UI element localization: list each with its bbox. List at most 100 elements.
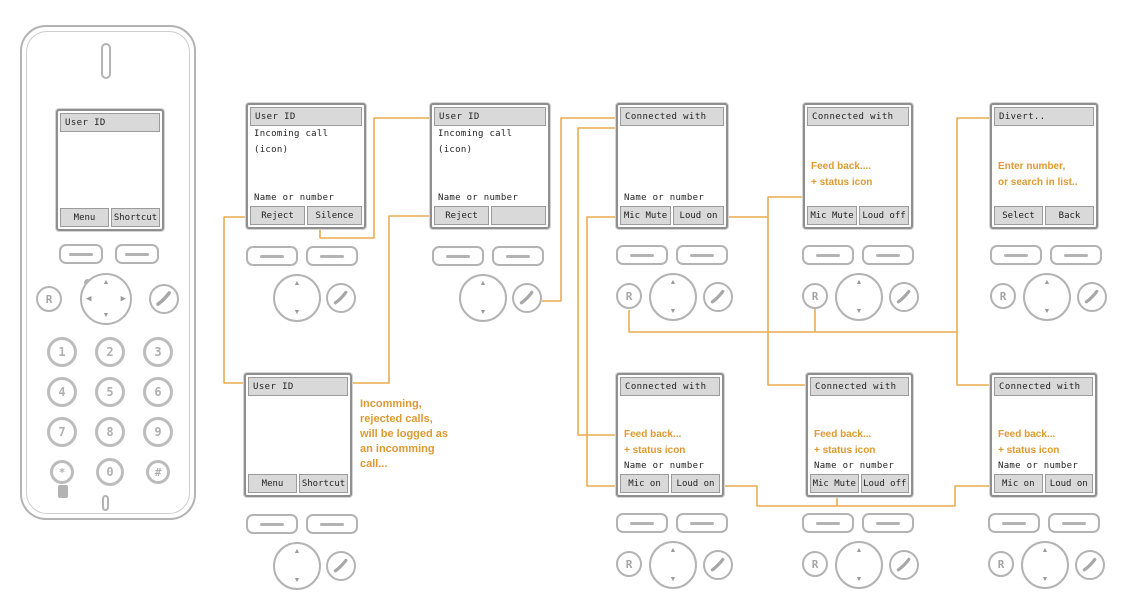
- screen-text-line: [434, 158, 546, 174]
- r-button: R: [802, 551, 828, 577]
- softkey-left: Mic on: [994, 474, 1043, 493]
- screen-feedback-text: + status icon: [998, 445, 1060, 457]
- screen-body: Incoming call (icon) Name or number: [434, 126, 546, 206]
- screen-text-line: (icon): [254, 145, 289, 155]
- softkey-button: [616, 513, 668, 533]
- handset-glyph-icon: [333, 558, 348, 573]
- handset-screen-header: User ID: [60, 113, 160, 132]
- connector: [586, 216, 616, 487]
- r-button-label: R: [999, 289, 1007, 303]
- screen-feedback-text: Feed back...: [814, 429, 872, 441]
- key-1: 1: [47, 337, 77, 367]
- dash-icon: [506, 254, 530, 258]
- screen-text-line: [807, 126, 909, 142]
- screen-header: User ID: [250, 107, 362, 126]
- dash-icon: [816, 521, 840, 525]
- arrow-up-icon: ▲: [669, 279, 677, 286]
- softkey-left: Menu: [248, 474, 297, 493]
- screen-text-line: [248, 396, 348, 412]
- screen-text-line: Name or number: [438, 193, 519, 203]
- r-button-label: R: [625, 289, 633, 303]
- screen-text-line: Incoming call: [438, 129, 513, 139]
- handset-glyph-icon: [156, 291, 171, 306]
- connector: [724, 485, 990, 507]
- r-button-label: R: [625, 557, 633, 571]
- screen-text-line: [620, 158, 724, 174]
- screen-text-line: Name or number: [624, 193, 705, 203]
- dash-icon: [690, 253, 714, 257]
- arrow-up-icon: ▲: [855, 547, 863, 554]
- softkey-button: [676, 245, 728, 265]
- arrow-down-icon: ▼: [293, 309, 301, 316]
- arrow-down-icon: ▼: [479, 309, 487, 316]
- arrow-up-icon: ▲: [293, 548, 301, 555]
- dash-icon: [320, 522, 344, 526]
- softkey-button-left: [59, 244, 103, 264]
- screen-text-line: Name or number: [624, 461, 705, 472]
- nav-button: ▲ ▼ ◀ ▶: [80, 273, 132, 325]
- softkey-button: [246, 514, 298, 534]
- softkey-right: Loud off: [859, 206, 909, 225]
- key-6: 6: [143, 377, 173, 407]
- screen-text-line: [250, 158, 362, 174]
- r-button: R: [616, 551, 642, 577]
- screen-header: User ID: [434, 107, 546, 126]
- dash-icon: [630, 253, 654, 257]
- screen-body: Incoming call(icon)Name or number: [250, 126, 362, 206]
- softkey-button: [802, 513, 854, 533]
- softkey-button: [988, 513, 1040, 533]
- softkey-button: [246, 246, 298, 266]
- screen-text-line: [994, 396, 1093, 412]
- r-button: R: [990, 283, 1016, 309]
- screen-header: Connected with: [994, 377, 1093, 396]
- connector: [577, 127, 616, 436]
- r-button: R: [616, 283, 642, 309]
- connector: [223, 216, 246, 384]
- arrow-up-icon: ▲: [102, 279, 110, 286]
- dash-icon: [876, 253, 900, 257]
- screen-text-line: [620, 142, 724, 158]
- screen-header: Connected with: [620, 377, 720, 396]
- nav-button: ▲▼: [273, 274, 321, 322]
- dash-icon: [630, 521, 654, 525]
- screen-body: Name or number: [620, 126, 724, 206]
- screen-text-line: [994, 412, 1093, 428]
- arrow-left-icon: ◀: [86, 295, 92, 303]
- r-button: R: [988, 551, 1014, 577]
- screen-text-line: [434, 174, 546, 190]
- screen-text-line: [248, 412, 348, 428]
- r-button-label: R: [811, 557, 819, 571]
- key-5: 5: [95, 377, 125, 407]
- softkey-button: [990, 245, 1042, 265]
- screen-text-line: (icon): [438, 145, 473, 155]
- screen-text-line: [994, 142, 1094, 158]
- screen-feedback-text: + status icon: [811, 176, 873, 188]
- arrow-down-icon: ▼: [669, 308, 677, 315]
- connector: [542, 117, 616, 302]
- call-button: [703, 282, 733, 312]
- annotation-note: Incomming, rejected calls, will be logge…: [360, 398, 449, 470]
- key-9: 9: [143, 417, 173, 447]
- screen-feedback-text: or search in list..: [998, 176, 1078, 188]
- softkey-right: Back: [1045, 206, 1094, 225]
- screen-text-line: [620, 126, 724, 142]
- call-button: [149, 284, 179, 314]
- screen-feedback-text: Feed back...: [998, 429, 1056, 441]
- call-button: [889, 282, 919, 312]
- r-button-label: R: [811, 289, 819, 303]
- connector: [728, 196, 803, 218]
- handset-glyph-icon: [333, 290, 348, 305]
- dash-icon: [1064, 253, 1088, 257]
- call-button: [703, 550, 733, 580]
- softkey-button: [676, 513, 728, 533]
- key-8: 8: [95, 417, 125, 447]
- softkey-button: [1048, 513, 1100, 533]
- screen-text-line: [248, 427, 348, 443]
